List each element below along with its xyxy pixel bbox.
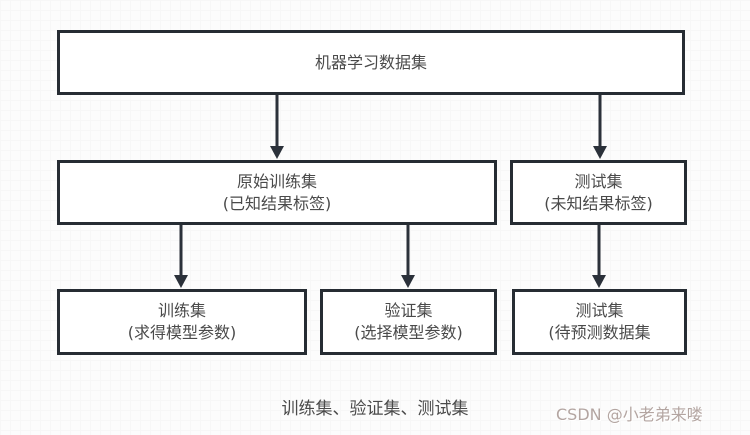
node-sublabel: (未知结果标签) (544, 193, 653, 213)
node-label: 机器学习数据集 (314, 52, 427, 72)
connector-arrow-root-to-original-training (270, 95, 284, 159)
connector-arrow-root-to-test-raw (593, 95, 607, 159)
node-original-training-set: 原始训练集 (已知结果标签) (57, 160, 497, 225)
node-sublabel: (已知结果标签) (222, 193, 332, 213)
arrow-head-icon (401, 275, 415, 288)
diagram-caption: 训练集、验证集、测试集 (281, 399, 469, 419)
arrow-shaft (406, 225, 410, 277)
arrow-shaft (179, 225, 183, 277)
node-training-set: 训练集 (求得模型参数) (57, 289, 307, 355)
arrow-head-icon (593, 146, 607, 159)
node-ml-dataset: 机器学习数据集 (57, 30, 685, 95)
arrow-shaft (275, 95, 279, 148)
arrow-shaft (598, 95, 602, 148)
connector-arrow-testraw-to-testfinal (592, 225, 606, 288)
arrow-head-icon (270, 146, 284, 159)
node-label: 测试集 (575, 301, 624, 320)
node-test-set-predict: 测试集 (待预测数据集 (512, 289, 687, 355)
node-label: 验证集 (384, 301, 433, 320)
node-label: 原始训练集 (236, 171, 317, 191)
arrow-head-icon (174, 275, 188, 288)
node-test-set-unknown: 测试集 (未知结果标签) (510, 160, 687, 225)
arrow-shaft (597, 225, 601, 277)
connector-arrow-original-to-validation (401, 225, 415, 288)
node-label: 测试集 (574, 171, 623, 191)
node-validation-set: 验证集 (选择模型参数) (320, 289, 497, 355)
node-sublabel: (待预测数据集 (548, 323, 651, 342)
connector-arrow-original-to-training (174, 225, 188, 288)
node-sublabel: (选择模型参数) (354, 323, 463, 342)
arrow-head-icon (592, 275, 606, 288)
node-label: 训练集 (157, 301, 206, 320)
csdn-watermark: CSDN @小老弟来喽 (556, 405, 703, 424)
node-sublabel: (求得模型参数) (127, 323, 237, 342)
